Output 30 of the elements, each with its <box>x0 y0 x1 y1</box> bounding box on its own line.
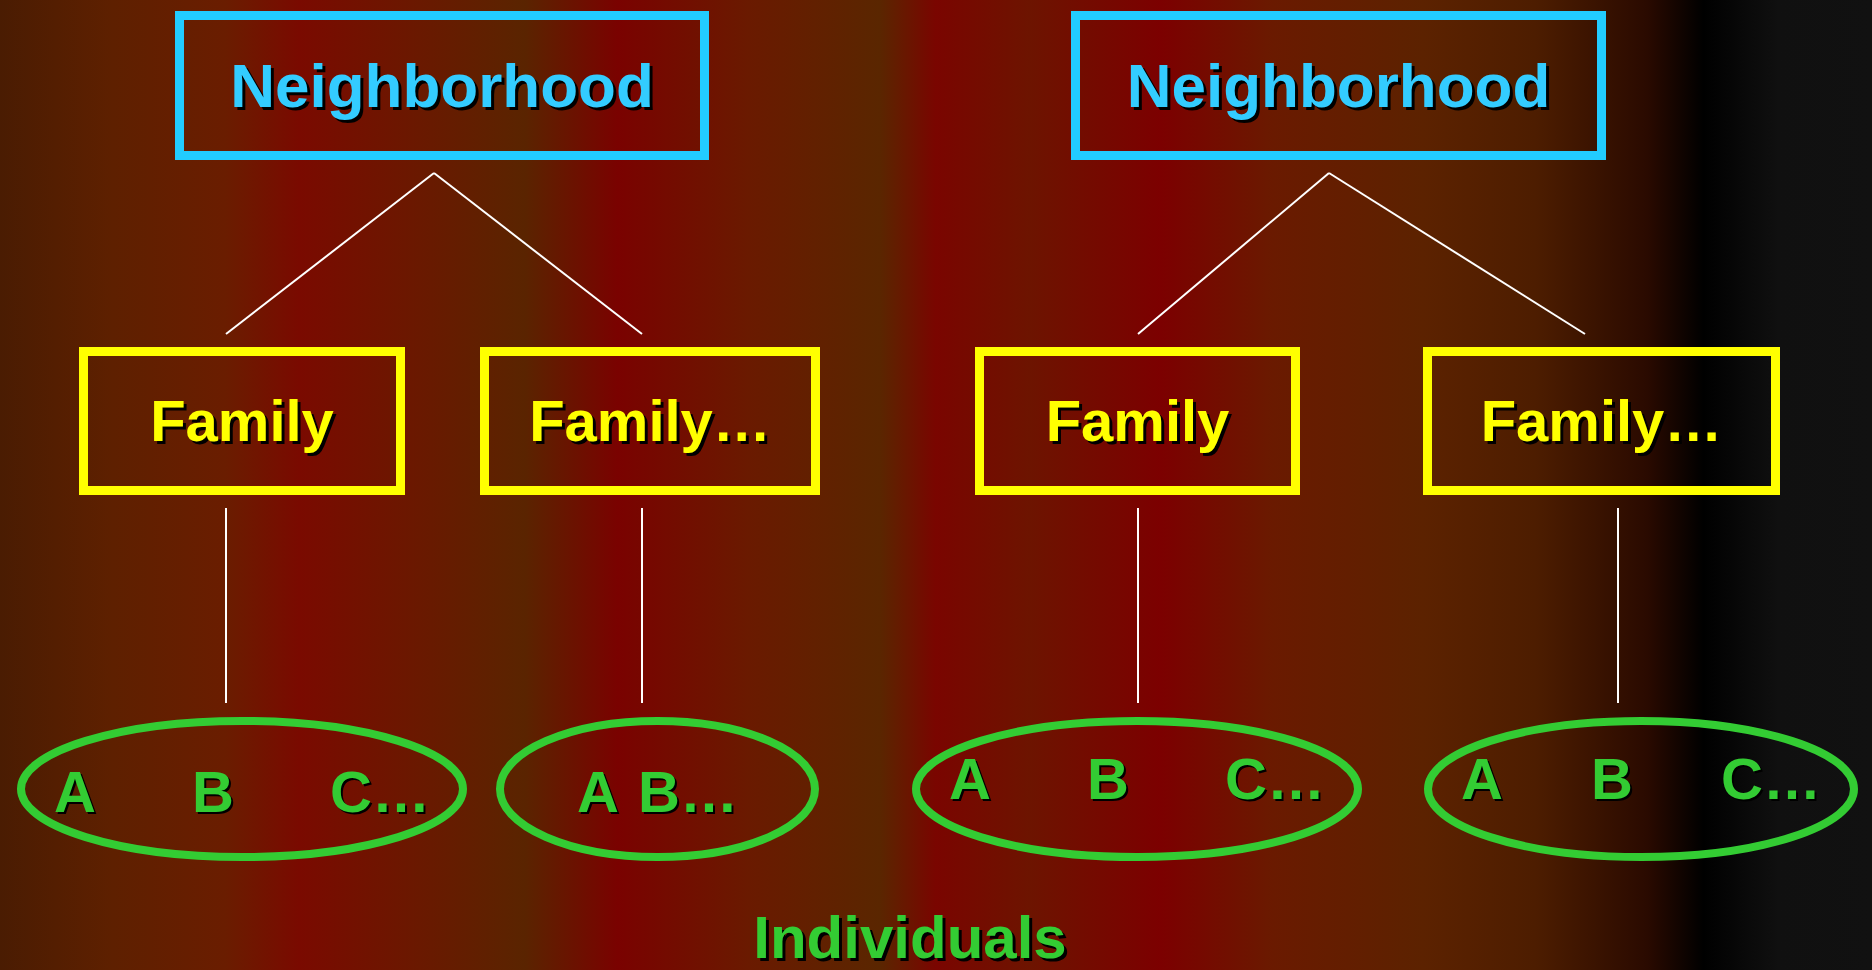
individual-letter: C… <box>1225 750 1325 808</box>
individual-letter: C… <box>330 763 430 821</box>
individual-letter: A <box>577 763 619 821</box>
family-box: Family <box>975 347 1300 495</box>
individuals-ellipse <box>16 716 468 862</box>
connector-line <box>641 507 643 704</box>
connector-line <box>1328 172 1586 335</box>
neighborhood-box: Neighborhood <box>175 11 709 160</box>
individuals-ellipse <box>911 716 1363 862</box>
family-box: Family <box>79 347 405 495</box>
individual-letter: A <box>949 750 991 808</box>
individual-letter: B <box>1087 750 1129 808</box>
neighborhood-box: Neighborhood <box>1071 11 1606 160</box>
family-box: Family… <box>480 347 820 495</box>
individuals-ellipse <box>495 716 820 862</box>
connector-line <box>225 172 435 335</box>
connector-line <box>1137 507 1139 704</box>
individual-letter: B… <box>638 763 738 821</box>
individual-letter: A <box>1461 750 1503 808</box>
connector-line <box>433 172 643 335</box>
individuals-ellipse <box>1423 716 1859 862</box>
connector-line <box>1137 172 1330 335</box>
individual-letter: B <box>192 763 234 821</box>
connector-line <box>225 507 227 704</box>
individual-letter: B <box>1591 750 1633 808</box>
group-caption: Individuals <box>752 908 1068 968</box>
family-box: Family… <box>1423 347 1780 495</box>
individual-letter: A <box>54 763 96 821</box>
individual-letter: C… <box>1721 750 1821 808</box>
connector-line <box>1617 507 1619 704</box>
